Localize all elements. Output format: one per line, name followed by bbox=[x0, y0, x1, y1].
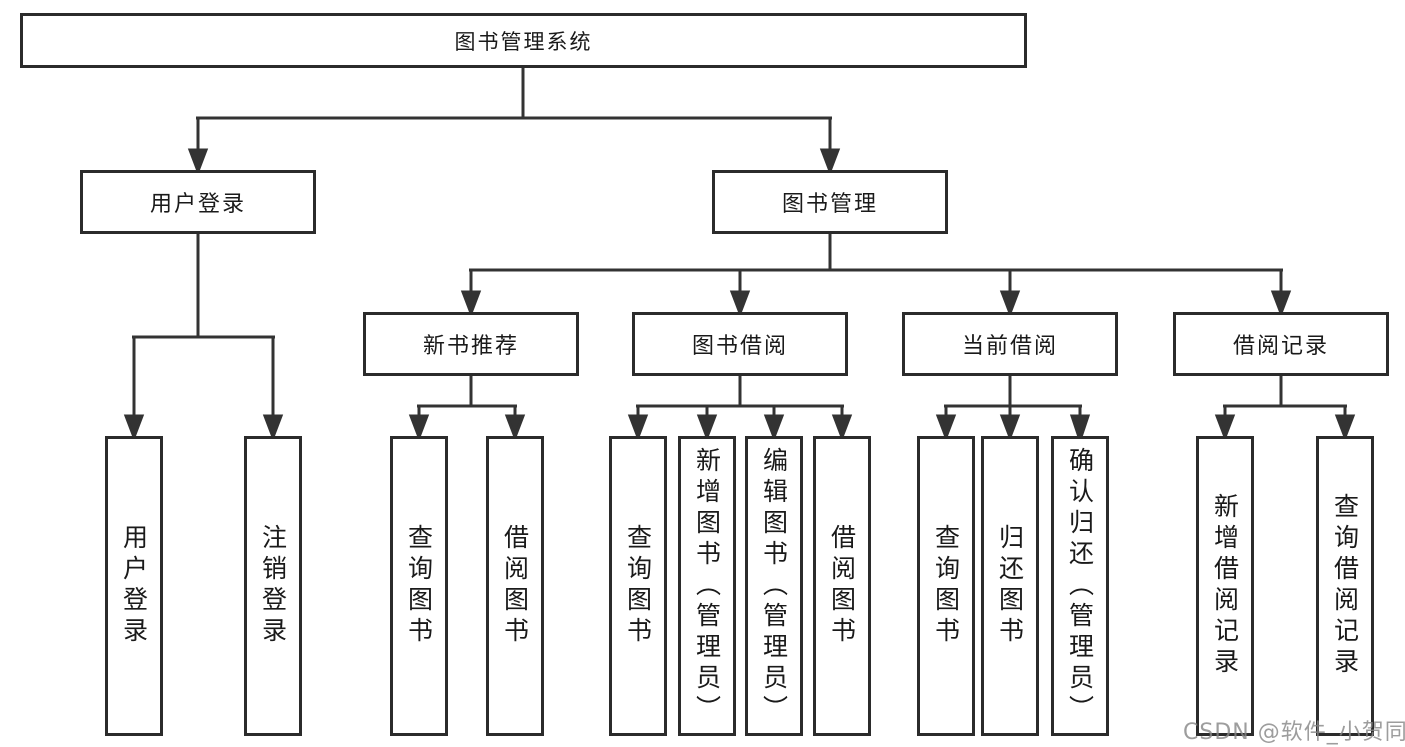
arrowhead bbox=[1069, 414, 1091, 445]
arrowhead bbox=[999, 414, 1021, 442]
leaf-return-books: 归还图书 bbox=[981, 436, 1039, 736]
arrowhead bbox=[262, 414, 284, 442]
leaf-confirm-return-admin: 确认归还（管理员） bbox=[1051, 436, 1109, 736]
arrowhead bbox=[187, 148, 209, 176]
arrowhead bbox=[1334, 414, 1356, 442]
node-book-borrowing: 图书借阅 bbox=[632, 312, 848, 376]
leaf-query-books-borrow: 查询图书 bbox=[609, 436, 667, 736]
arrowhead bbox=[763, 414, 785, 442]
leaf-add-borrow-record: 新增借阅记录 bbox=[1196, 436, 1254, 736]
connector-login-to-leaves bbox=[132, 234, 275, 418]
node-user-login: 用户登录 bbox=[80, 170, 316, 234]
arrowhead bbox=[504, 414, 526, 442]
arrowhead bbox=[729, 290, 751, 318]
leaf-logout: 注销登录 bbox=[244, 436, 302, 736]
leaf-edit-books-admin: 编辑图书（管理员） bbox=[745, 436, 803, 736]
arrowhead bbox=[408, 414, 430, 442]
leaf-borrow-books-recommend: 借阅图书 bbox=[486, 436, 544, 736]
arrowhead bbox=[123, 414, 145, 442]
arrowhead bbox=[460, 290, 482, 318]
arrowhead bbox=[831, 414, 853, 442]
node-library-system: 图书管理系统 bbox=[20, 13, 1027, 68]
leaf-add-books-admin: 新增图书（管理员） bbox=[678, 436, 736, 736]
node-borrowing-records: 借阅记录 bbox=[1173, 312, 1389, 376]
leaf-query-borrow-record: 查询借阅记录 bbox=[1316, 436, 1374, 736]
arrowhead bbox=[1270, 290, 1292, 318]
connector-current-to-leaves bbox=[944, 376, 1082, 418]
csdn-watermark: CSDN @软件_小贺同学 bbox=[1183, 720, 1405, 745]
leaf-borrow-books: 借阅图书 bbox=[813, 436, 871, 736]
arrowhead bbox=[819, 148, 841, 176]
arrowhead bbox=[696, 414, 718, 442]
leaf-query-books-current: 查询图书 bbox=[917, 436, 975, 736]
connector-root-to-level2 bbox=[196, 68, 832, 152]
node-book-management: 图书管理 bbox=[712, 170, 948, 234]
connector-records-to-leaves bbox=[1223, 376, 1347, 418]
arrowhead bbox=[999, 290, 1021, 318]
connector-borrow-to-leaves bbox=[636, 376, 844, 418]
arrowhead bbox=[935, 414, 957, 442]
arrowhead bbox=[1214, 414, 1236, 442]
arrowhead bbox=[627, 414, 649, 442]
connector-mgmt-to-level3 bbox=[469, 234, 1283, 294]
leaf-query-books-recommend: 查询图书 bbox=[390, 436, 448, 736]
connector-newbooks-to-leaves bbox=[417, 376, 517, 418]
node-current-borrowing: 当前借阅 bbox=[902, 312, 1118, 376]
leaf-user-login: 用户登录 bbox=[105, 436, 163, 736]
node-new-book-recommend: 新书推荐 bbox=[363, 312, 579, 376]
